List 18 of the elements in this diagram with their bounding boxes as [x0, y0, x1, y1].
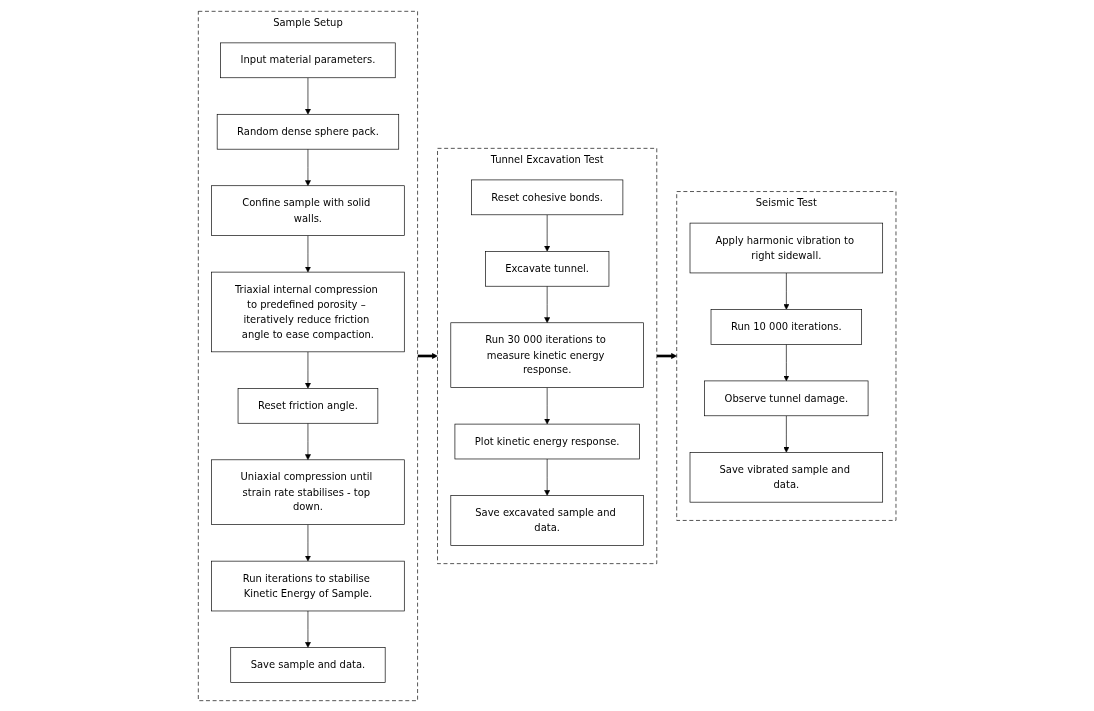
node-box: Reset friction angle.	[237, 387, 379, 424]
node-box: Save sample and data.	[230, 646, 386, 683]
node-box: Apply harmonic vibration to right sidewall.	[689, 222, 883, 273]
node-box: Uniaxial compression until strain rate stabilises - top down.	[211, 459, 405, 525]
node-box: Save vibrated sample and data.	[689, 451, 883, 502]
node-box: Save excavated sample and data.	[450, 494, 644, 546]
node-box: Random dense sphere pack.	[216, 113, 399, 149]
node-box: Excavate tunnel.	[484, 250, 610, 287]
node-box: Observe tunnel damage.	[704, 380, 869, 416]
node-box: Triaxial internal compression to predefined porosity – iteratively reduce friction angle to ease compaction.	[211, 271, 405, 352]
node-box: Reset cohesive bonds.	[470, 179, 624, 215]
node-box: Input material parameters.	[220, 42, 396, 78]
node-box: Run 10 000 iterations.	[710, 308, 862, 345]
node-box: Run iterations to stabilise Kinetic Energy of Sample.	[211, 560, 405, 611]
arrow	[656, 352, 677, 359]
node-box: Confine sample with solid walls.	[211, 184, 405, 236]
node-box: Run 30 000 iterations to measure kinetic energy response.	[450, 321, 644, 388]
node-box: Plot kinetic energy response.	[454, 423, 640, 459]
